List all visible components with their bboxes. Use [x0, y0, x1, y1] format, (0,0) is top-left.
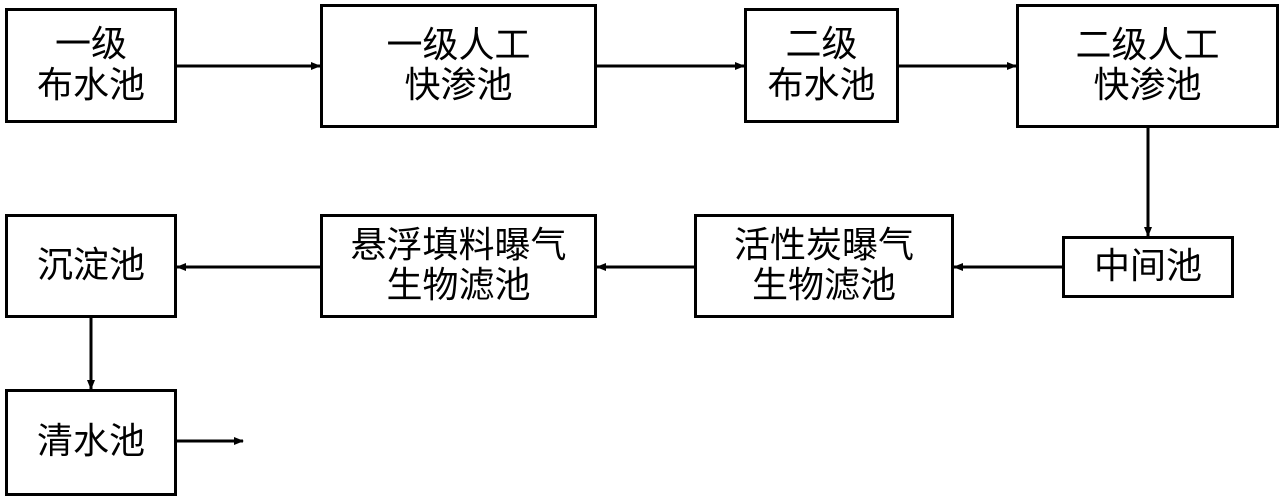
node-label-line: 生物滤池 [751, 265, 896, 306]
secondary-rapid-infiltration-pool-node: 二级人工 快渗池 [1016, 4, 1279, 128]
suspended-filler-baf-node: 悬浮填料曝气 生物滤池 [320, 214, 597, 318]
node-label-line: 布水池 [36, 64, 145, 106]
clear-water-pool-node: 清水池 [5, 389, 177, 496]
primary-rapid-infiltration-pool-node: 一级人工 快渗池 [320, 4, 597, 128]
sedimentation-tank-node: 沉淀池 [5, 214, 177, 318]
node-label-line: 一级 [54, 24, 127, 66]
node-label-line: 二级 [785, 24, 858, 66]
node-label-line: 中间池 [1093, 245, 1202, 287]
intermediate-pool-node: 中间池 [1062, 236, 1234, 298]
node-label-line: 快渗池 [1093, 65, 1202, 106]
node-label-line: 沉淀池 [36, 244, 145, 286]
primary-distribution-pool-node: 一级 布水池 [5, 8, 177, 123]
node-label-line: 布水池 [767, 64, 876, 106]
secondary-distribution-pool-node: 二级 布水池 [744, 8, 899, 123]
node-label-line: 清水池 [36, 421, 145, 463]
node-label-line: 生物滤池 [386, 265, 531, 306]
activated-carbon-baf-node: 活性炭曝气 生物滤池 [694, 214, 954, 318]
node-label-line: 快渗池 [404, 65, 513, 106]
node-label-line: 二级人工 [1075, 24, 1220, 66]
node-label-line: 悬浮填料曝气 [350, 224, 567, 266]
node-label-line: 一级人工 [386, 24, 531, 66]
node-label-line: 活性炭曝气 [733, 224, 914, 266]
